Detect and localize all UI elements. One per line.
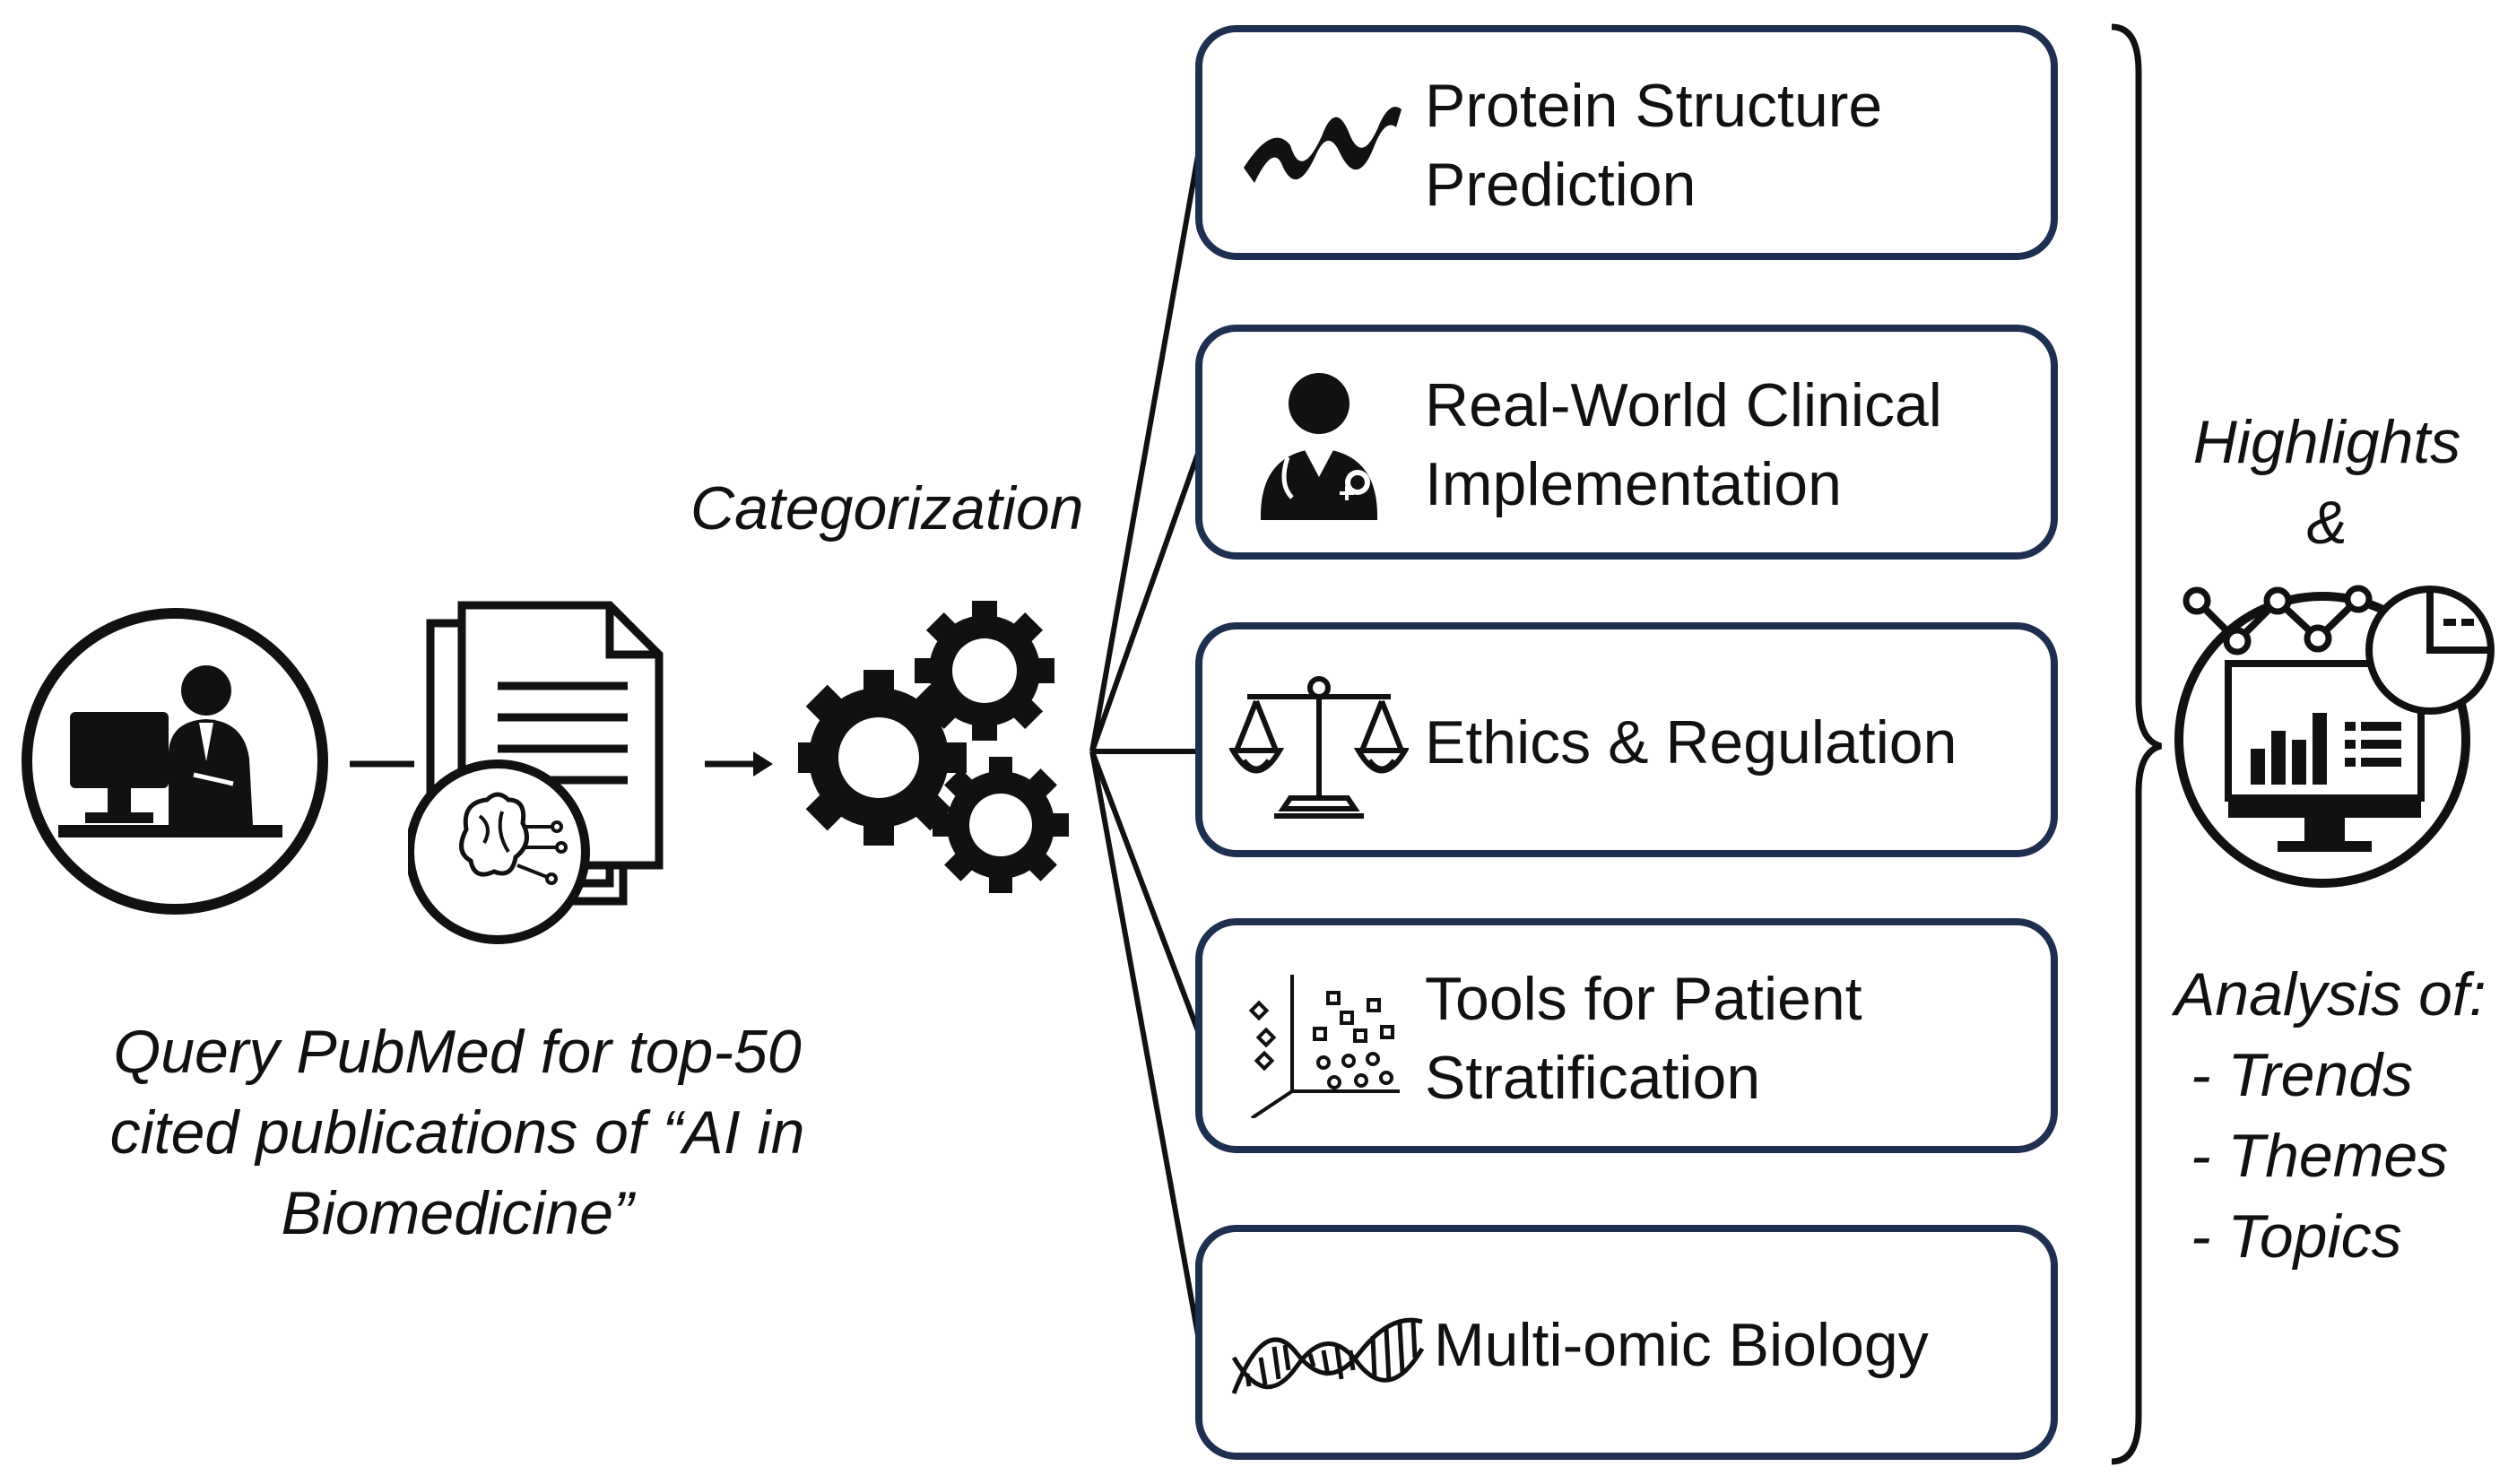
category-box-protein-structure: Protein Structure Prediction — [1195, 25, 2058, 260]
highlights-label: Highlights & — [2174, 402, 2479, 563]
highlights-text: Highlights — [2192, 408, 2461, 476]
doctor-icon — [1260, 373, 1378, 520]
category-box-ethics: Ethics & Regulation — [1195, 622, 2058, 857]
scales-icon — [1229, 676, 1409, 819]
category-title-line-1: Protein Structure — [1425, 72, 1883, 140]
category-title-line-1: Multi-omic Biology — [1434, 1311, 1929, 1379]
ampersand-text: & — [2306, 489, 2347, 557]
protein-helix-icon — [1244, 107, 1402, 183]
category-box-clinical: Real-World Clinical Implementation — [1195, 325, 2058, 560]
category-box-stratification: Tools for Patient Stratification — [1195, 918, 2058, 1153]
category-title-line-1: Ethics & Regulation — [1425, 708, 1957, 777]
analysis-heading: Analysis of: — [2174, 960, 2486, 1028]
categorization-label: Categorization — [690, 474, 1084, 542]
category-title-line-2: Implementation — [1425, 450, 1842, 518]
query-caption: Query PubMed for top-50 cited publicatio… — [108, 1011, 807, 1254]
scatter-plot-icon — [1248, 975, 1400, 1118]
curly-brace — [2111, 23, 2163, 1465]
dna-icon — [1231, 1317, 1425, 1394]
category-title-line-1: Tools for Patient — [1425, 965, 1862, 1033]
gears-icon — [798, 601, 1069, 893]
analytics-dashboard-icon — [2174, 585, 2495, 888]
analysis-item: - Themes — [2191, 1122, 2449, 1190]
analysis-item: - Trends — [2191, 1041, 2414, 1109]
arrow-head — [753, 751, 773, 777]
category-title-line-2: Prediction — [1425, 151, 1697, 219]
documents-icon — [408, 601, 664, 944]
query-line-3: Biomedicine” — [281, 1179, 634, 1247]
query-line-2: cited publications of “AI in — [109, 1098, 805, 1167]
category-title-line-1: Real-World Clinical — [1425, 371, 1942, 439]
researcher-computer-icon — [22, 608, 328, 915]
query-line-1: Query PubMed for top-50 — [113, 1018, 802, 1086]
category-box-multiomic: Multi-omic Biology — [1195, 1225, 2058, 1460]
analysis-block: Analysis of: - Trends - Themes - Topics — [2174, 954, 2486, 1277]
analysis-item: - Topics — [2191, 1202, 2402, 1271]
category-title-line-2: Stratification — [1425, 1044, 1761, 1112]
fan-lines — [1089, 144, 1202, 1346]
